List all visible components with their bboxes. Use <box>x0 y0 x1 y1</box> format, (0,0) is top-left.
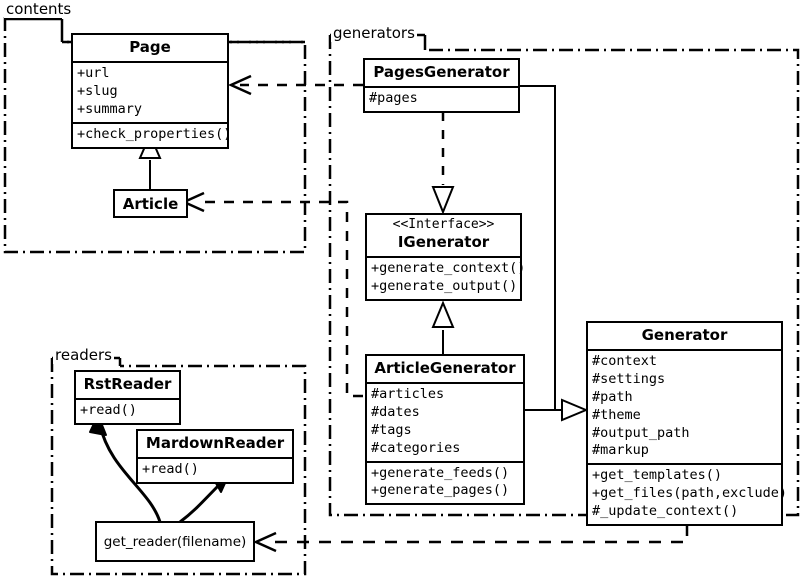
attribute-dates: #dates <box>371 404 420 421</box>
class-attributes-articlegenerator: #articles #dates #tags #categories <box>367 382 523 460</box>
attribute-categories: #categories <box>371 439 461 456</box>
attribute-url: +url <box>77 65 110 82</box>
edge-pagesgenerator-page <box>227 74 363 96</box>
attribute-pages: #pages <box>369 90 418 107</box>
class-name-pagesgenerator: PagesGenerator <box>373 63 510 81</box>
method-generate-pages: +generate_pages() <box>371 482 510 499</box>
method-get-templates: +get_templates() <box>592 467 723 484</box>
edge-articlegenerator-article <box>180 191 363 398</box>
method-read-rst: +read() <box>80 402 137 419</box>
class-box-articlegenerator[interactable]: ArticleGenerator #articles #dates #tags … <box>365 354 525 506</box>
class-box-mardownreader[interactable]: MardownReader +read() <box>136 429 294 485</box>
attribute-articles: #articles <box>371 386 445 403</box>
class-box-generator[interactable]: Generator #context #settings #path #them… <box>586 321 788 526</box>
class-attributes-pagesgenerator: #pages <box>365 86 518 111</box>
attribute-summary: +summary <box>77 100 143 117</box>
method-generate-output: +generate_output() <box>371 278 518 294</box>
class-box-pagesgenerator[interactable]: PagesGenerator #pages <box>363 58 520 114</box>
method-check-properties: +check_properties() <box>77 125 232 142</box>
package-label-generators: generators <box>331 24 417 42</box>
attribute-output-path: #output_path <box>592 424 690 441</box>
attribute-path: #path <box>592 388 633 405</box>
class-name-igenerator: IGenerator <box>397 232 490 251</box>
attribute-slug: +slug <box>77 83 118 100</box>
class-name-mardownreader: MardownReader <box>145 434 285 452</box>
class-name-rstreader: RstReader <box>83 375 172 393</box>
function-name-get-reader: get_reader(filename) <box>103 533 247 550</box>
edge-pagesgenerator-igenerator <box>431 112 455 215</box>
class-box-igenerator[interactable]: <<Interface>> IGenerator +generate_conte… <box>365 213 526 301</box>
class-name-article: Article <box>122 194 179 213</box>
attribute-tags: #tags <box>371 421 412 438</box>
class-name-generator: Generator <box>641 326 728 344</box>
class-box-article[interactable]: Article <box>113 189 188 218</box>
class-name-page: Page <box>129 38 171 56</box>
method-update-context: #_update_context() <box>592 502 739 519</box>
class-methods-page: +check_properties() <box>73 121 232 147</box>
edge-articlegenerator-igenerator <box>431 300 455 355</box>
class-methods-articlegenerator: +generate_feeds() +generate_pages() <box>367 460 523 504</box>
class-attributes-generator: #context #settings #path #theme #output_… <box>588 349 781 463</box>
attribute-settings: #settings <box>592 371 666 388</box>
class-name-articlegenerator: ArticleGenerator <box>374 359 516 377</box>
class-box-page[interactable]: Page +url +slug +summary +check_properti… <box>71 33 232 149</box>
class-methods-rstreader: +read() <box>76 398 179 423</box>
class-stereotype-igenerator: <<Interface>> <box>392 217 495 232</box>
attribute-theme: #theme <box>592 406 641 423</box>
attribute-markup: #markup <box>592 442 649 459</box>
method-generate-context: +generate_context() <box>371 260 526 277</box>
package-label-readers: readers <box>53 346 114 364</box>
class-methods-igenerator: +generate_context() +generate_output() <box>367 256 526 299</box>
edge-articlegenerator-generator <box>525 398 589 422</box>
class-attributes-page: +url +slug +summary <box>73 61 227 121</box>
package-label-contents: contents <box>4 0 74 18</box>
function-box-get-reader[interactable]: get_reader(filename) <box>95 521 255 562</box>
class-box-rstreader[interactable]: RstReader +read() <box>74 370 181 426</box>
method-read-mardown: +read() <box>142 461 199 478</box>
method-generate-feeds: +generate_feeds() <box>371 464 510 481</box>
class-methods-generator: +get_templates() +get_files(path,exclude… <box>588 463 788 523</box>
method-get-files: +get_files(path,exclude) <box>592 484 788 501</box>
class-methods-mardownreader: +read() <box>138 457 292 482</box>
attribute-context: #context <box>592 353 658 370</box>
